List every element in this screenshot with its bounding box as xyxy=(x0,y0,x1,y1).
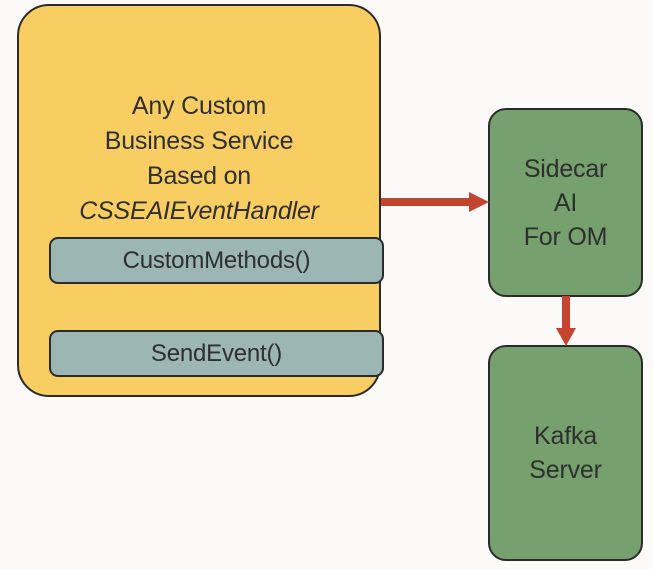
node-kafka-server[interactable]: Kafka Server xyxy=(488,345,643,561)
method-box-send-event[interactable]: SendEvent() xyxy=(49,330,384,377)
node-business-service[interactable]: Any Custom Business Service Based on CSS… xyxy=(17,4,384,397)
node-sidecar-ai-for-om-label: Sidecar AI For OM xyxy=(523,154,608,251)
method-box-custom-methods[interactable]: CustomMethods() xyxy=(49,237,384,284)
node-sidecar-ai-for-om[interactable]: Sidecar AI For OM xyxy=(488,108,643,297)
method-box-send-event-label: SendEvent() xyxy=(150,339,283,367)
arrow-service-to-sidecar-icon xyxy=(381,192,489,212)
business-service-title: Any Custom Business Service Based on CSS… xyxy=(19,54,379,264)
method-box-custom-methods-label: CustomMethods() xyxy=(122,246,311,274)
arrow-sidecar-to-kafka-icon xyxy=(556,296,576,346)
business-service-title-lines: Any Custom Business Service Based on xyxy=(104,92,294,190)
business-service-title-emphasis: CSSEAIEventHandler xyxy=(79,197,319,225)
node-kafka-server-label: Kafka Server xyxy=(529,422,602,484)
